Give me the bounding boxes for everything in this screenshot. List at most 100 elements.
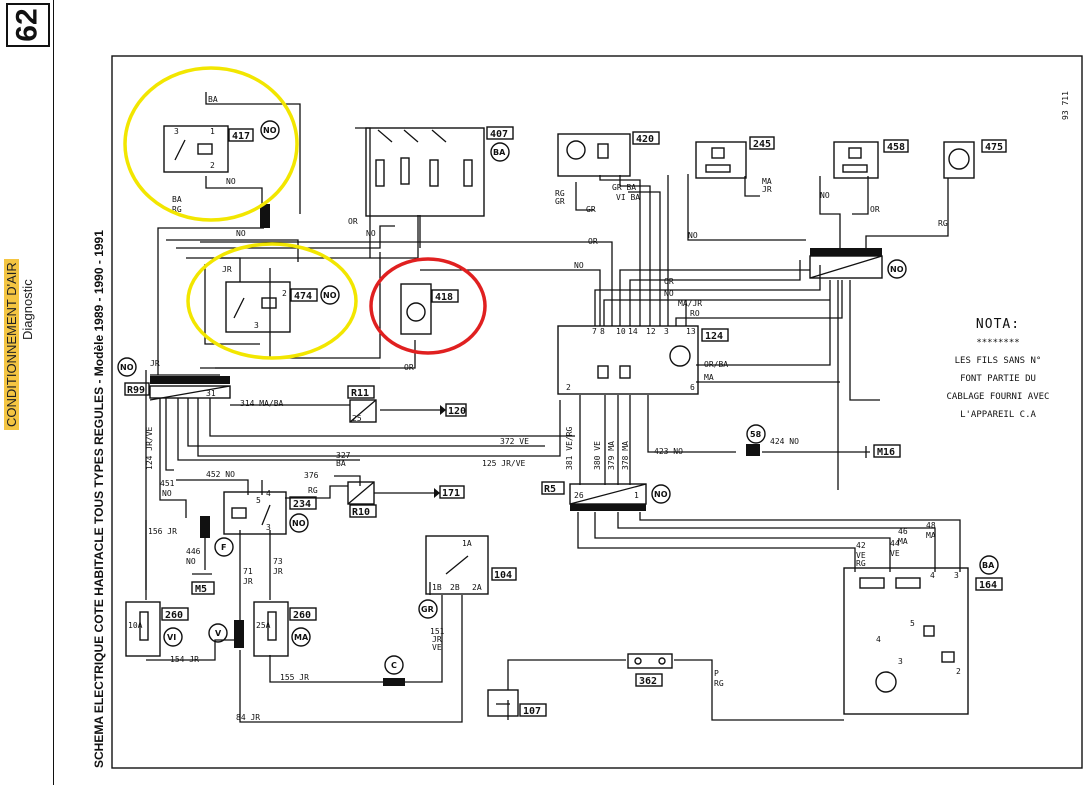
- connector-block: [746, 444, 760, 456]
- svg-text:164: 164: [979, 580, 997, 591]
- svg-text:58: 58: [750, 430, 762, 439]
- svg-text:84 JR: 84 JR: [236, 713, 260, 722]
- diagram-frame: [111, 55, 1083, 769]
- svg-text:MA: MA: [704, 373, 714, 382]
- svg-text:156 JR: 156 JR: [148, 527, 177, 536]
- svg-text:7: 7: [592, 327, 597, 336]
- component-107: 107: [487, 689, 547, 717]
- svg-text:4: 4: [876, 635, 881, 644]
- svg-text:362: 362: [639, 676, 657, 687]
- svg-text:R99: R99: [127, 385, 145, 396]
- svg-text:NO: NO: [688, 231, 698, 240]
- svg-text:NO: NO: [664, 289, 674, 298]
- svg-text:25A: 25A: [256, 621, 271, 630]
- svg-text:10A: 10A: [128, 621, 143, 630]
- svg-text:125 JR/VE: 125 JR/VE: [482, 459, 526, 468]
- svg-text:C: C: [391, 661, 397, 670]
- svg-text:26: 26: [574, 491, 584, 500]
- svg-text:407: 407: [490, 129, 508, 140]
- red-highlight-418: [369, 257, 487, 355]
- component-420: 420: [557, 131, 660, 177]
- svg-text:MA: MA: [898, 537, 908, 546]
- sidebar-divider: [53, 0, 54, 785]
- svg-text:154 JR: 154 JR: [170, 655, 199, 664]
- pin-labels: 7 8 10 14 12 3 13 2 6 1B 2B 2A 1A 4 3 2 …: [174, 127, 961, 676]
- svg-text:475: 475: [985, 142, 1003, 153]
- svg-text:NO: NO: [236, 229, 246, 238]
- sidebar: 62 CONDITIONNEMENT D'AIR Diagnostic: [0, 0, 56, 785]
- svg-text:1B: 1B: [432, 583, 442, 592]
- svg-text:245: 245: [753, 139, 771, 150]
- svg-text:GR: GR: [555, 197, 565, 206]
- svg-text:2B: 2B: [450, 583, 460, 592]
- svg-text:48: 48: [926, 521, 936, 530]
- connector-block: [383, 678, 405, 686]
- component-407: 407: [365, 126, 514, 217]
- component-474: 474: [225, 281, 318, 333]
- component-475: 475: [943, 139, 1007, 179]
- svg-text:424 NO: 424 NO: [770, 437, 799, 446]
- svg-text:5: 5: [910, 619, 915, 628]
- connector-R5: 26 1 R5: [541, 481, 647, 511]
- svg-text:VI: VI: [167, 633, 176, 642]
- svg-text:3: 3: [266, 523, 271, 532]
- note-line: LES FILS SANS N°: [954, 356, 1042, 366]
- component-362: 362: [627, 653, 673, 687]
- note-stars: ********: [976, 338, 1020, 348]
- svg-text:46: 46: [898, 527, 908, 536]
- svg-text:BA: BA: [982, 561, 995, 570]
- svg-text:JR: JR: [432, 635, 442, 644]
- svg-text:73: 73: [273, 557, 283, 566]
- component-245: 245: [695, 136, 775, 179]
- svg-text:71: 71: [243, 567, 253, 576]
- svg-text:14: 14: [628, 327, 638, 336]
- svg-text:5: 5: [256, 496, 261, 505]
- svg-text:4: 4: [930, 571, 935, 580]
- connector-block: [200, 516, 210, 538]
- component-R11: 25 R11 120: [347, 385, 467, 423]
- svg-text:JR: JR: [222, 265, 232, 274]
- svg-text:4: 4: [266, 489, 271, 498]
- svg-text:VE: VE: [890, 549, 900, 558]
- svg-text:NO: NO: [366, 229, 376, 238]
- svg-text:OR: OR: [664, 277, 674, 286]
- svg-text:380 VE: 380 VE: [593, 441, 602, 470]
- svg-text:124 JR/VE: 124 JR/VE: [145, 426, 154, 470]
- svg-text:155 JR: 155 JR: [280, 673, 309, 682]
- svg-text:2: 2: [566, 383, 571, 392]
- svg-text:BA: BA: [208, 95, 218, 104]
- svg-text:1: 1: [634, 491, 639, 500]
- svg-text:V: V: [215, 629, 222, 638]
- svg-text:NO: NO: [263, 126, 277, 135]
- component-417: 417: [163, 125, 254, 173]
- svg-text:2: 2: [282, 289, 287, 298]
- svg-text:8: 8: [600, 327, 605, 336]
- component-260-left: 10A 260: [125, 601, 189, 657]
- svg-text:10: 10: [616, 327, 626, 336]
- yellow-highlight-417: [123, 66, 299, 222]
- svg-text:M16: M16: [877, 447, 895, 458]
- svg-text:378 MA: 378 MA: [621, 441, 630, 470]
- svg-text:OR: OR: [404, 363, 414, 372]
- component-M5: M5: [191, 573, 215, 595]
- note-line: CABLAGE FOURNI AVEC: [946, 392, 1050, 402]
- svg-text:314 MA/BA: 314 MA/BA: [240, 399, 284, 408]
- component-458: 458: [833, 139, 909, 179]
- svg-text:151: 151: [430, 627, 445, 636]
- svg-text:3: 3: [664, 327, 669, 336]
- svg-text:JR: JR: [273, 567, 283, 576]
- svg-text:NO: NO: [323, 291, 337, 300]
- svg-text:F: F: [221, 543, 226, 552]
- component-M16: M16: [865, 444, 901, 458]
- svg-text:GR BA: GR BA: [612, 183, 636, 192]
- yellow-highlight-474: [186, 242, 358, 360]
- component-104: 104: [425, 535, 517, 595]
- svg-text:JR: JR: [243, 577, 253, 586]
- svg-text:451: 451: [160, 479, 175, 488]
- svg-text:NO: NO: [820, 191, 830, 200]
- svg-text:RG: RG: [714, 679, 724, 688]
- svg-text:MA: MA: [926, 531, 936, 540]
- svg-text:327: 327: [336, 451, 351, 460]
- svg-text:JR: JR: [762, 185, 772, 194]
